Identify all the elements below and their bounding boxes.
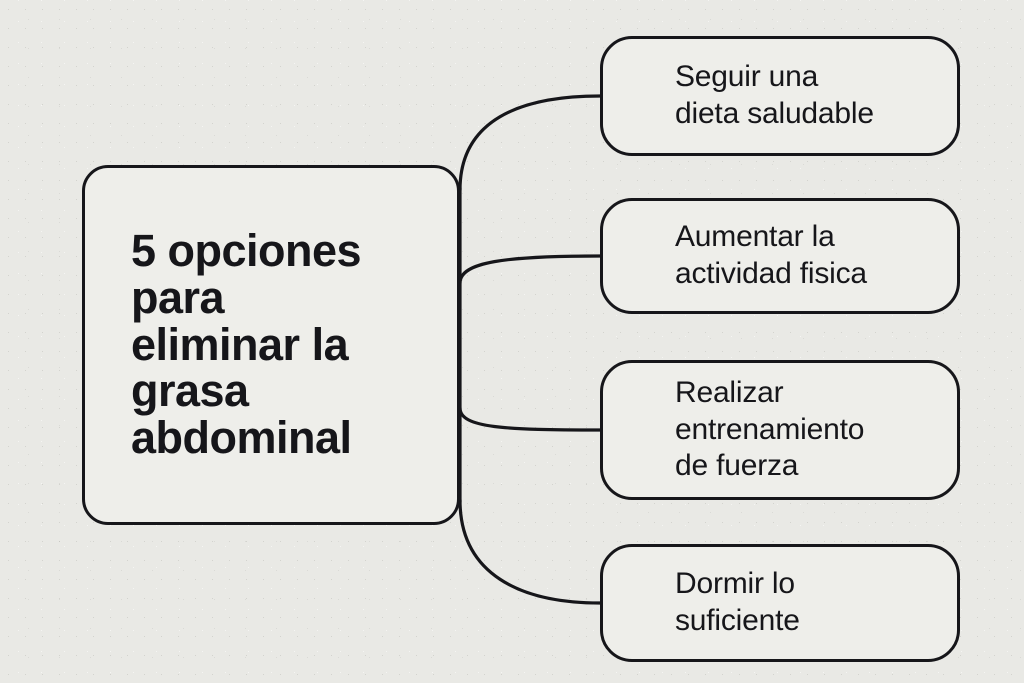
child-node-1[interactable]: Seguir una dieta saludable [600,36,960,156]
connector-to-child-0 [458,94,602,192]
child-node-1-label: Seguir una dieta saludable [675,60,874,130]
child-node-4-label: Dormir lo suficiente [675,567,800,637]
child-node-2-label: Aumentar la actividad fisica [675,220,867,290]
child-node-3-label: Realizar entrenamiento de fuerza [675,376,865,483]
connector-to-child-3 [458,498,602,605]
child-node-3[interactable]: Realizar entrenamiento de fuerza [600,360,960,500]
child-node-4[interactable]: Dormir lo suficiente [600,544,960,662]
root-node-label: 5 opciones para eliminar la grasa abdomi… [131,225,362,464]
child-node-2[interactable]: Aumentar la actividad fisica [600,198,960,314]
connector-to-child-1 [458,254,602,285]
connector-to-child-2 [458,406,602,432]
root-node[interactable]: 5 opciones para eliminar la grasa abdomi… [82,165,460,525]
